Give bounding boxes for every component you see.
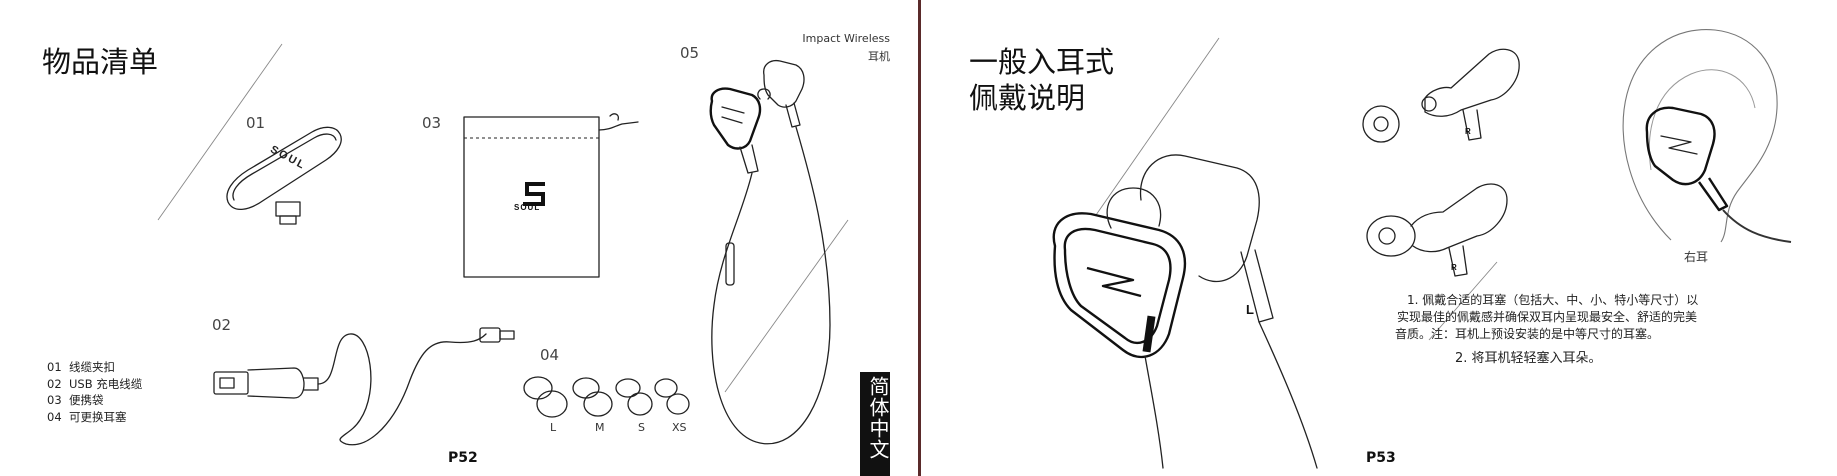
pouch-brand-text: SOUL <box>514 203 540 212</box>
tip-size-s: S <box>638 421 645 434</box>
page-folio: P53 <box>1366 450 1396 466</box>
tip-size-xs: XS <box>672 421 687 434</box>
earbud-side-mark-r-bottom: R <box>1451 263 1457 272</box>
clip-brand-text: SOUL <box>268 143 308 172</box>
ear-fit-illustration <box>1611 20 1801 250</box>
language-tab: 简体中文 <box>860 372 890 476</box>
eartip-fitting-illustration: R R <box>1351 40 1541 280</box>
earbud-side-mark-l: L <box>1246 302 1254 317</box>
ear-tips-illustration <box>518 372 698 442</box>
item-number-04: 04 <box>540 346 559 364</box>
page-folio: P52 <box>448 450 478 466</box>
pouch-illustration: SOUL <box>460 110 660 280</box>
cable-clip-illustration: SOUL <box>220 120 350 230</box>
headphones-illustration <box>700 55 880 475</box>
ear-label: 右耳 <box>1684 248 1708 265</box>
left-page: 物品清单 01 SOUL 03 SOUL 05 Impact Wireless … <box>0 0 918 476</box>
language-tab-label: 简体中文 <box>864 376 893 460</box>
right-page: 一般入耳式 佩戴说明 L R R <box>921 0 1837 476</box>
step1-line3: 音质。注：耳机上预设安装的是中等尺寸的耳塞。 <box>1395 326 1833 343</box>
product-name: Impact Wireless <box>802 32 890 45</box>
tip-size-l: L <box>550 421 556 434</box>
step1-line1: 1. 佩戴合适的耳塞（包括大、中、小、特小等尺寸）以 <box>1395 292 1833 309</box>
instructions: 1. 佩戴合适的耳塞（包括大、中、小、特小等尺寸）以 实现最佳的佩戴感并确保双耳… <box>1395 292 1833 343</box>
usb-cable-illustration <box>210 320 530 450</box>
item-number-05: 05 <box>680 44 699 62</box>
tip-size-m: M <box>595 421 605 434</box>
step1-line2: 实现最佳的佩戴感并确保双耳内呈现最安全、舒适的完美 <box>1395 309 1833 326</box>
step2: 2. 将耳机轻轻塞入耳朵。 <box>1455 350 1602 367</box>
earbud-side-mark-r-top: R <box>1465 127 1471 136</box>
item-number-03: 03 <box>422 114 441 132</box>
large-earphone-illustration: L <box>1041 150 1361 470</box>
